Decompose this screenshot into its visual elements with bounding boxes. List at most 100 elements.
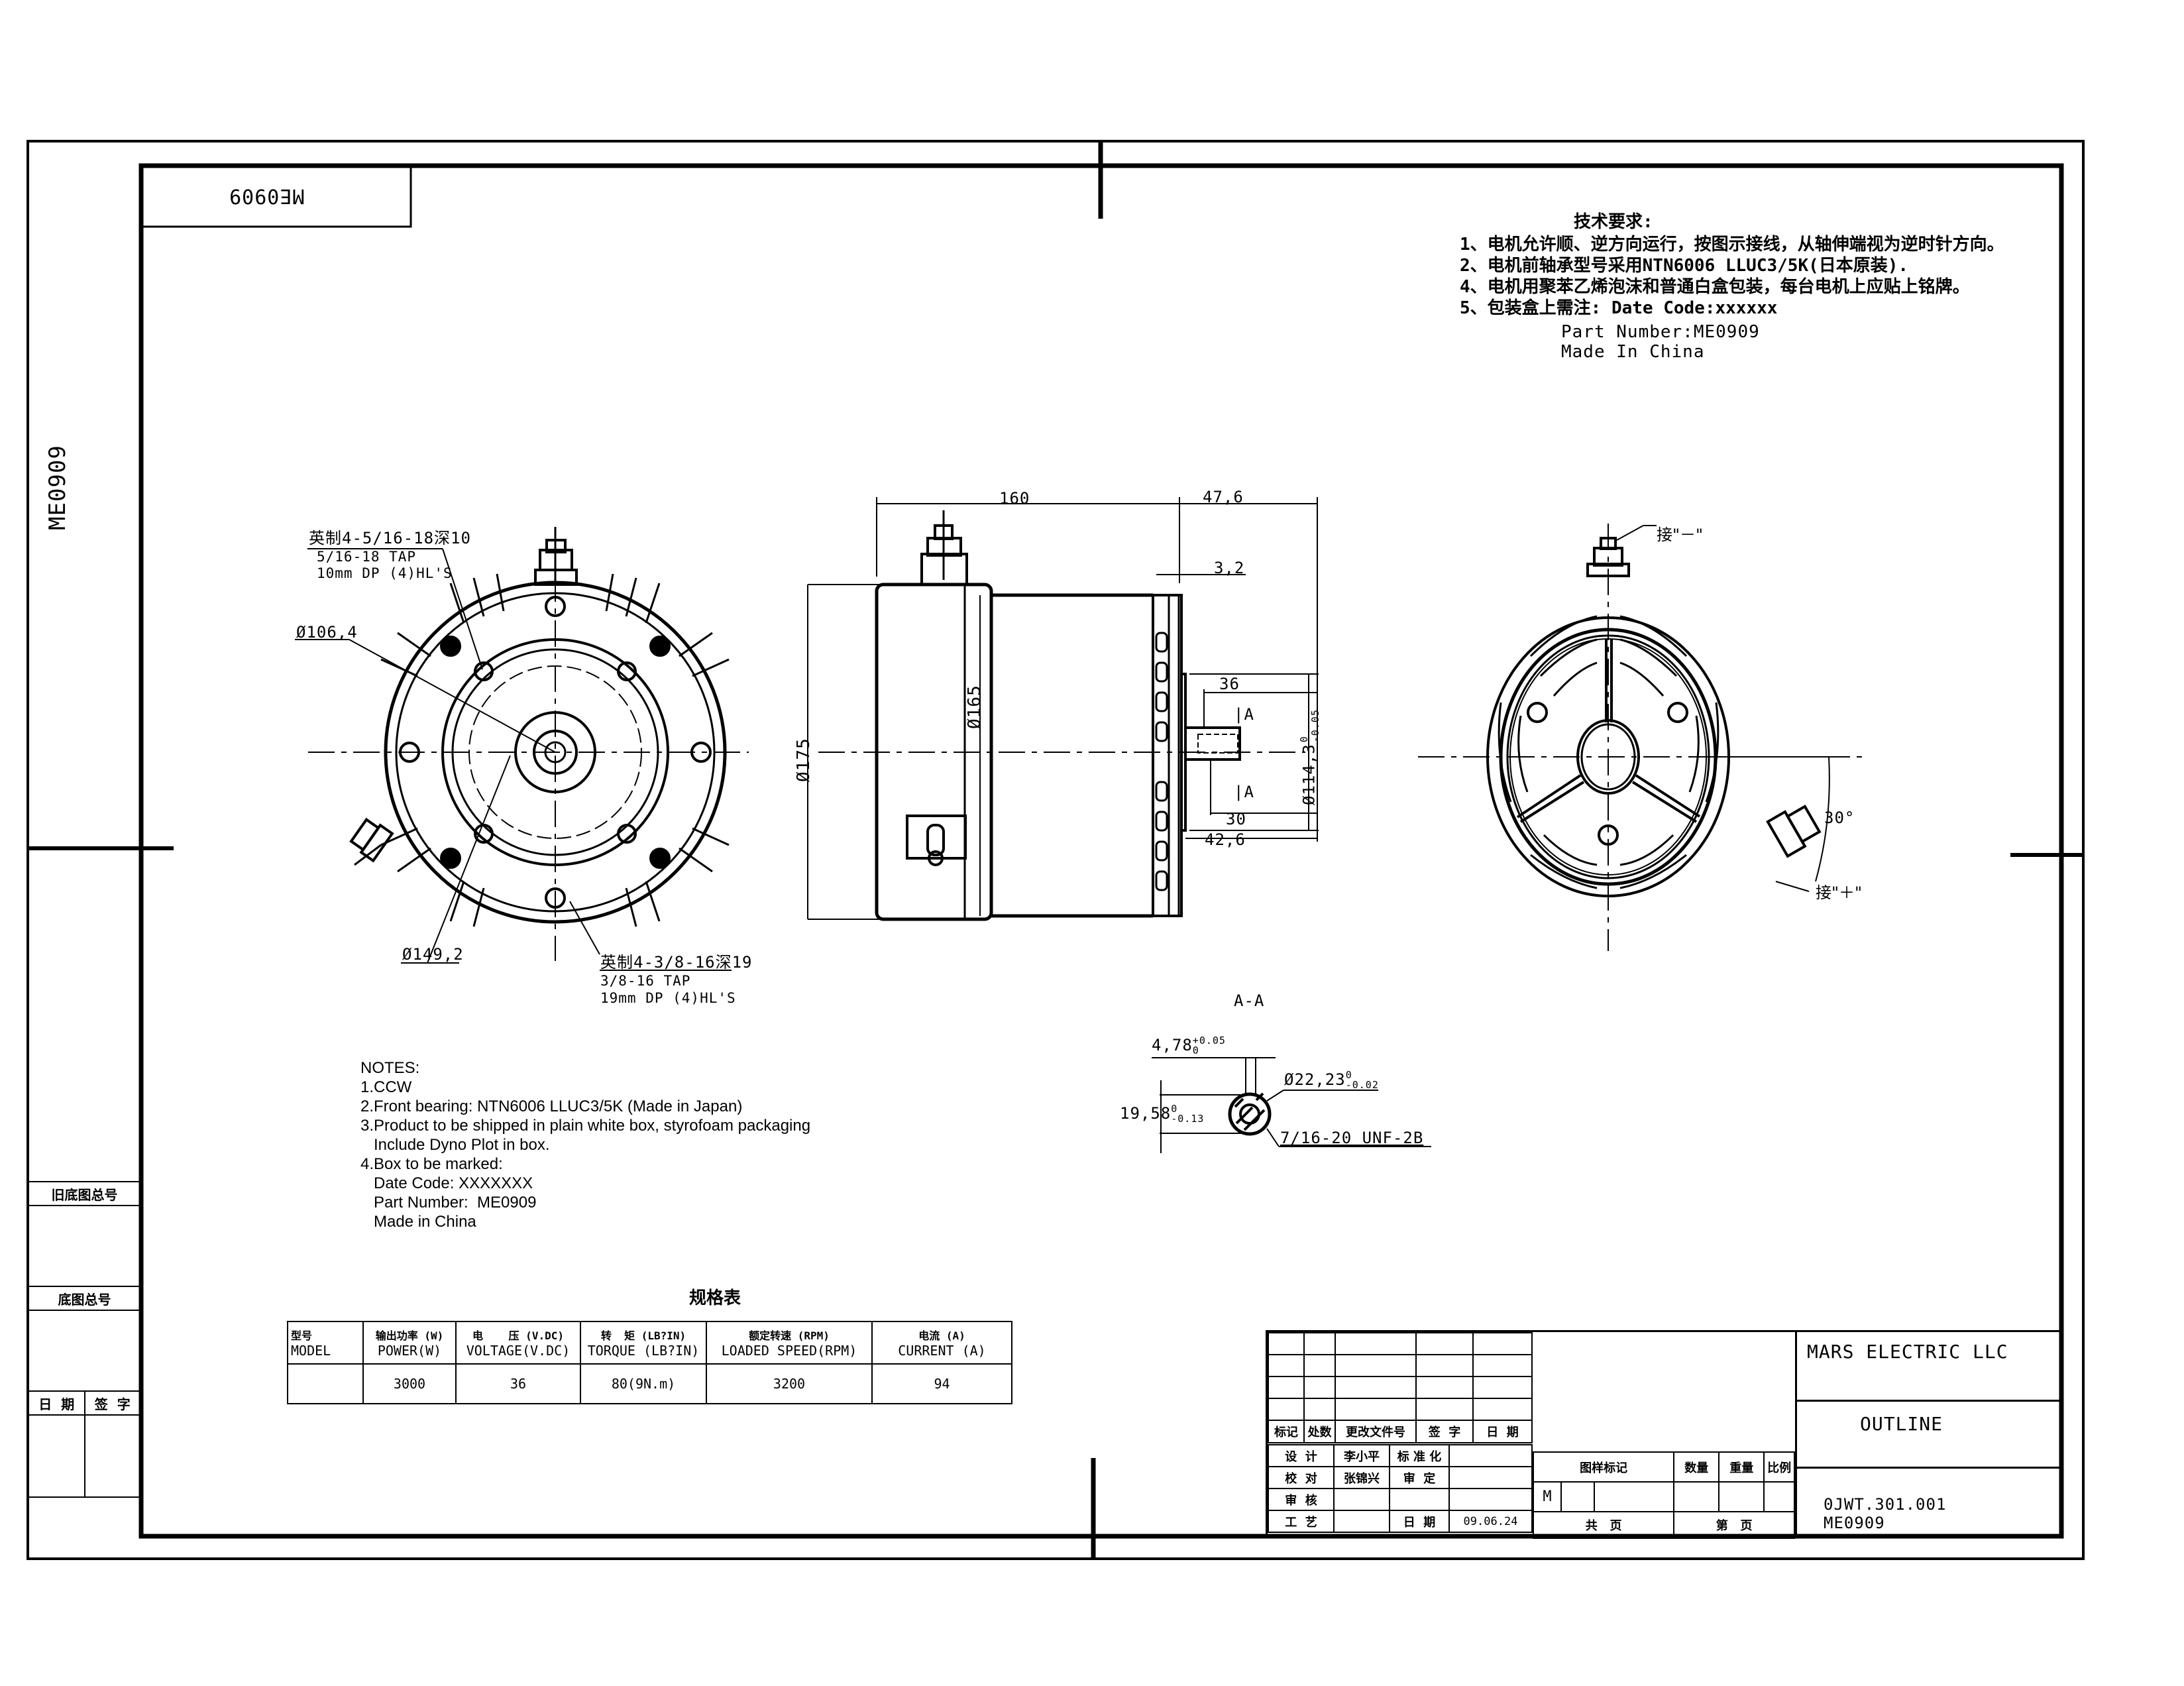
section-mark-top: |A	[1234, 705, 1254, 724]
terminal-positive-label: 接"＋"	[1816, 883, 1863, 902]
side-dim-36: 36	[1219, 675, 1240, 693]
spec-cell-power: 3000	[362, 1363, 457, 1404]
stage-grid: 图样标记 数量 重量 比例 M 共 页 第 页	[1532, 1451, 1795, 1539]
spec-table-title: 规格表	[689, 1288, 741, 1308]
front-callout-bottom-2: 19mm DP (4)HL'S	[600, 990, 736, 1006]
stage-label: 图样标记	[1532, 1451, 1675, 1483]
drawing-number: 0JWT.301.001	[1824, 1495, 1947, 1514]
side-dim-47-6: 47,6	[1203, 488, 1244, 506]
standardization-label: 标 准 化	[1389, 1444, 1450, 1467]
key-height-value: 19,58	[1120, 1104, 1172, 1123]
scale-label: 比例	[1763, 1451, 1795, 1483]
tech-item-2: 2、电机前轴承型号采用NTN6006 LLUC3/5K(日本原装).	[1460, 256, 1909, 276]
angle-label: 30°	[1824, 809, 1855, 827]
key-width-tol-upper: +0.05	[1192, 1035, 1226, 1046]
section-mark-bottom-letter: A	[1244, 783, 1254, 801]
notes-line-3: 3.Product to be shipped in plain white b…	[360, 1117, 811, 1135]
title-part-number: ME0909	[1824, 1514, 1885, 1532]
total-pages-label: 共 页	[1532, 1511, 1675, 1539]
mirrored-part-number: ME0909	[229, 184, 305, 207]
spec-header-power: 输出功率 (W)POWER(W)	[362, 1321, 457, 1365]
company-name: MARS ELECTRIC LLC	[1807, 1341, 2008, 1363]
front-dim-inner: Ø106,4	[296, 623, 358, 642]
pilot-tol-upper: 0	[1298, 736, 1310, 743]
front-callout-bottom-cn: 英制4-3/8-16深19	[600, 953, 753, 972]
side-date-value	[28, 1414, 85, 1498]
thread-callout: 7/16-20 UNF-2B	[1280, 1129, 1424, 1147]
stage-value: M	[1533, 1481, 1562, 1512]
side-date-label: 日 期	[28, 1390, 85, 1416]
tech-item-5: 5、包装盒上需注: Date Code:xxxxxx	[1460, 298, 1778, 318]
side-dim-165: Ø165	[965, 685, 985, 729]
key-height-tol-upper: 0	[1171, 1103, 1178, 1115]
spec-header-voltage: 电 压 (V.DC)VOLTAGE(V.DC)	[455, 1321, 581, 1365]
base-number-value	[28, 1310, 141, 1392]
front-callout-bottom-1: 3/8-16 TAP	[600, 973, 691, 989]
spec-header-current: 电流 (A)CURRENT (A)	[871, 1321, 1012, 1365]
spec-cell-current: 94	[871, 1363, 1012, 1404]
key-height-tol-lower: -0.13	[1171, 1113, 1205, 1125]
approve-label: 审 定	[1389, 1466, 1450, 1489]
tech-item-4: 4、电机用聚苯乙烯泡沫和普通白盒包装，每台电机上应贴上铭牌。	[1460, 277, 1970, 297]
rev-header-sign: 签 字	[1415, 1420, 1474, 1443]
side-dim-175: Ø175	[794, 738, 814, 782]
drawing-title: OUTLINE	[1860, 1413, 1943, 1435]
shaft-tol-lower: -0.02	[1345, 1079, 1379, 1091]
rev-header-count: 处数	[1303, 1420, 1336, 1443]
spec-cell-speed: 3200	[706, 1363, 873, 1404]
section-aa	[1152, 1057, 1431, 1153]
title-block: 标记 处数 更改文件号 签 字 日 期 设 计 李小平 标 准 化 校 对 张锦…	[1266, 1330, 2063, 1539]
side-dim-3-2: 3,2	[1214, 559, 1245, 577]
side-signature-label: 签 字	[83, 1390, 141, 1416]
check-label: 校 对	[1268, 1466, 1335, 1489]
revision-grid: 标记 处数 更改文件号 签 字 日 期	[1268, 1332, 1533, 1443]
notes-line-4: Include Dyno Plot in box.	[360, 1136, 550, 1154]
side-dim-42-6: 42,6	[1205, 830, 1246, 849]
spec-header-torque: 转 矩 (LB?IN)TORQUE (LB?IN)	[580, 1321, 707, 1365]
side-signature-value	[83, 1414, 141, 1498]
design-label: 设 计	[1268, 1444, 1335, 1467]
shaft-dia-value: Ø22,23	[1284, 1070, 1346, 1089]
pilot-dia-value: Ø114,3	[1299, 744, 1319, 805]
checker-name: 张锦兴	[1333, 1466, 1390, 1489]
spec-header-speed: 额定转速 (RPM)LOADED SPEED(RPM)	[706, 1321, 873, 1365]
front-dim-outer: Ø149,2	[402, 945, 464, 964]
spec-cell-voltage: 36	[455, 1363, 581, 1404]
rev-header-mark: 标记	[1268, 1420, 1305, 1443]
weight-label: 重量	[1718, 1451, 1765, 1483]
approval-grid: 设 计 李小平 标 准 化 校 对 张锦兴 审 定 审 核 工 艺 日 期 09…	[1268, 1444, 1533, 1533]
front-view	[308, 527, 749, 964]
qty-label: 数量	[1673, 1451, 1720, 1483]
section-mark-top-letter: A	[1244, 705, 1254, 724]
front-callout-top-cn: 英制4-5/16-18深10	[309, 529, 471, 547]
old-base-number-value	[28, 1205, 141, 1287]
notes-line-7: Part Number: ME0909	[360, 1194, 537, 1211]
spec-row: 3000 36 80(9N.m) 3200 94	[287, 1363, 1012, 1404]
notes-line-5: 4.Box to be marked:	[360, 1155, 503, 1173]
side-dim-160: 160	[999, 489, 1030, 508]
old-base-number-label: 旧底图总号	[28, 1181, 141, 1206]
notes-title: NOTES:	[360, 1059, 420, 1077]
tech-title: 技术要求:	[1574, 212, 1653, 232]
key-width-tol-lower: 0	[1192, 1044, 1199, 1056]
notes-line-6: Date Code: XXXXXXX	[360, 1174, 533, 1192]
key-width-value: 4,78	[1152, 1036, 1193, 1054]
side-panel: 旧底图总号 底图总号 日 期签 字	[28, 1181, 141, 1498]
rev-header-date: 日 期	[1472, 1420, 1533, 1443]
process-label: 工 艺	[1268, 1510, 1335, 1533]
notes-line-8: Made in China	[360, 1213, 476, 1231]
shaft-tol-upper: 0	[1345, 1069, 1352, 1081]
base-number-label: 底图总号	[28, 1286, 141, 1311]
side-view	[807, 497, 1319, 921]
spec-cell-model	[287, 1363, 364, 1404]
review-label: 审 核	[1268, 1488, 1335, 1511]
rev-header-doc: 更改文件号	[1335, 1420, 1417, 1443]
side-dim-30: 30	[1226, 810, 1246, 828]
designer-name: 李小平	[1333, 1444, 1390, 1467]
